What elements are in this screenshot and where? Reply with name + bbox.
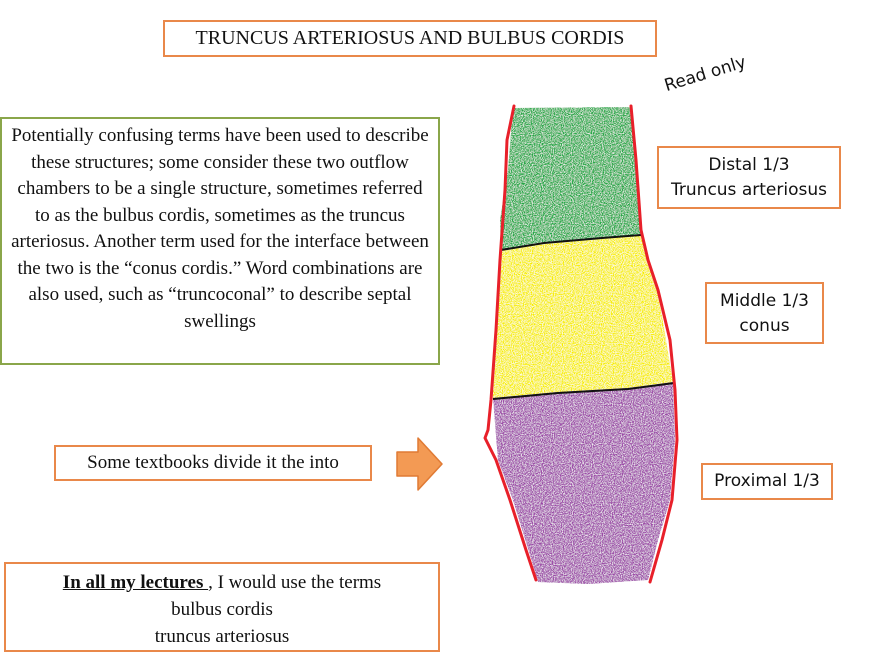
distal-label-line-1: Distal 1/3	[708, 155, 790, 175]
read-only-note: Read only	[662, 52, 749, 96]
lectures-line-1: In all my lectures , I would use the ter…	[6, 569, 438, 596]
distal-label-line-2: Truncus arteriosus	[671, 180, 827, 200]
proximal-label: Proximal 1/3	[714, 471, 820, 491]
proximal-label-box: Proximal 1/3	[701, 463, 833, 500]
proximal-segment	[493, 382, 675, 584]
middle-segment	[493, 235, 673, 398]
title-box: TRUNCUS ARTERIOSUS AND BULBUS CORDIS	[163, 20, 657, 57]
distal-segment	[500, 107, 641, 250]
middle-proximal-border	[492, 382, 675, 400]
outflow-tract-diagram	[483, 104, 679, 584]
middle-label-line-1: Middle 1/3	[720, 291, 809, 311]
lectures-box: In all my lectures , I would use the ter…	[4, 562, 440, 652]
distal-label-box: Distal 1/3 Truncus arteriosus	[657, 146, 841, 209]
textbooks-text: Some textbooks divide it the into	[87, 452, 339, 473]
middle-label-line-2: conus	[739, 316, 790, 336]
left-outline	[483, 104, 538, 582]
intro-text: Potentially confusing terms have been us…	[11, 125, 429, 332]
right-arrow-icon	[396, 437, 443, 491]
lectures-term-2: truncus arteriosus	[154, 626, 290, 647]
textbooks-box: Some textbooks divide it the into	[54, 445, 372, 481]
right-outline	[629, 104, 679, 584]
middle-label-box: Middle 1/3 conus	[705, 282, 824, 344]
distal-middle-border	[500, 234, 642, 251]
lectures-rest: , I would use the terms	[208, 572, 382, 593]
page-title: TRUNCUS ARTERIOSUS AND BULBUS CORDIS	[195, 27, 625, 49]
lectures-lead: In all my lectures	[62, 572, 209, 593]
intro-text-box: Potentially confusing terms have been us…	[0, 117, 440, 365]
lectures-term-1: bulbus cordis	[171, 599, 273, 620]
